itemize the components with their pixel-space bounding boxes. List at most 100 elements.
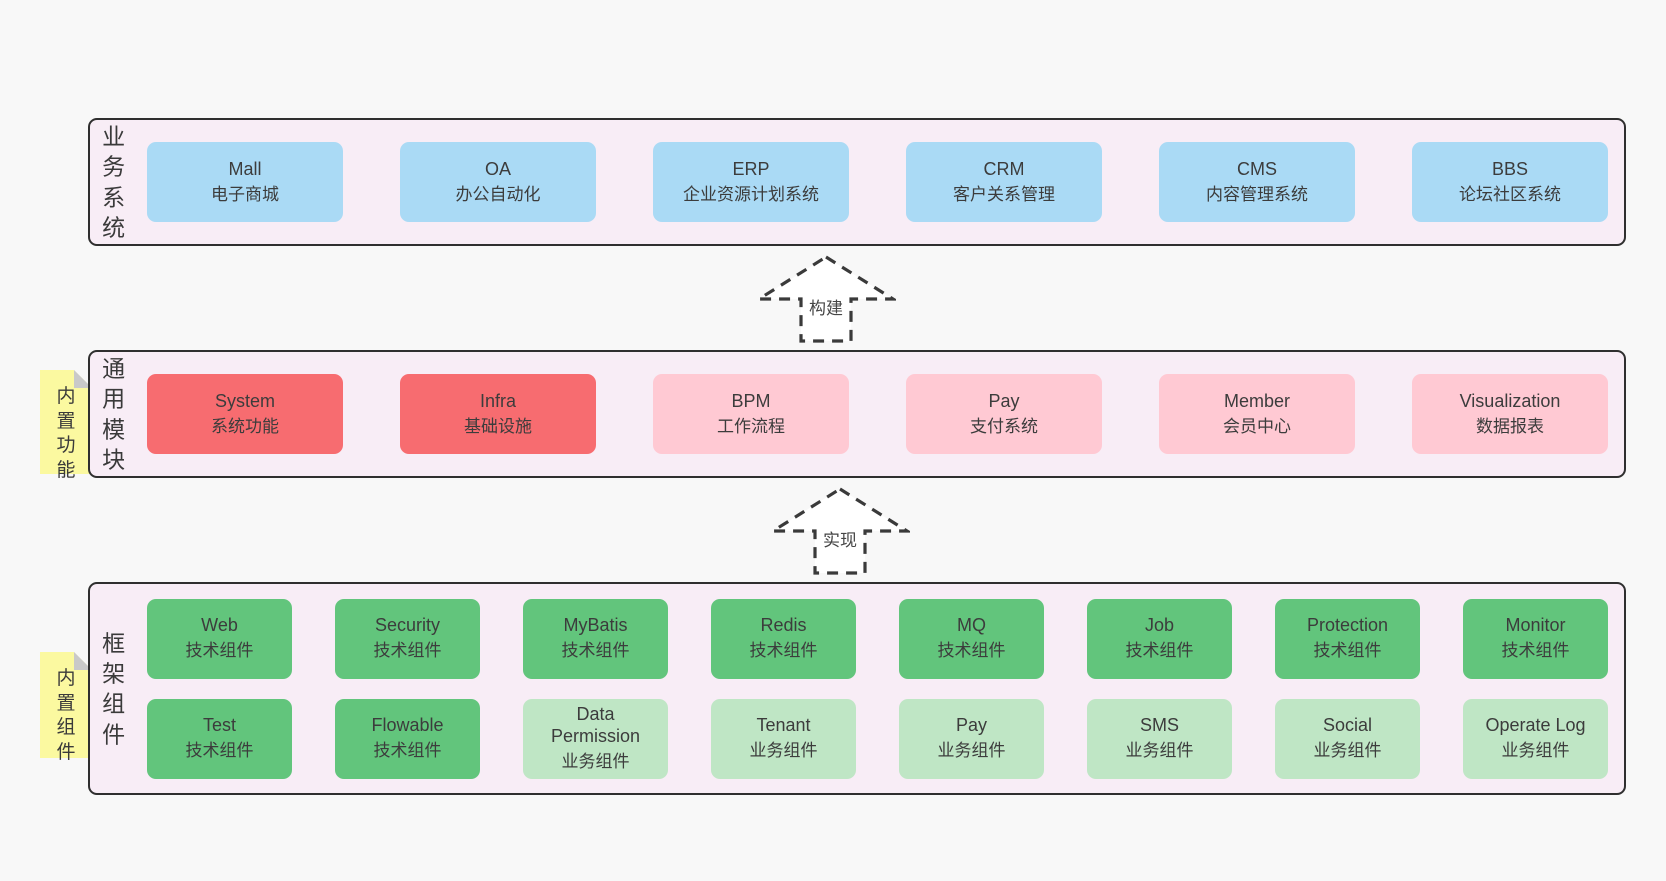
box-mall: Mall 电子商城 xyxy=(147,142,343,222)
box-title: ERP xyxy=(732,158,770,179)
component-row-2: Test 技术组件 Flowable 技术组件 Data Permission … xyxy=(147,698,1608,779)
box-title: Tenant xyxy=(756,715,811,736)
sticky-note-icon xyxy=(40,652,92,758)
box-subtitle: 支付系统 xyxy=(970,416,1038,436)
box-redis: Redis 技术组件 xyxy=(711,598,856,679)
box-title: BBS xyxy=(1491,158,1529,179)
box-security: Security 技术组件 xyxy=(335,598,480,679)
box-cms: CMS 内容管理系统 xyxy=(1159,142,1355,222)
box-erp: ERP 企业资源计划系统 xyxy=(653,142,849,222)
box-infra: Infra 基础设施 xyxy=(400,374,596,454)
box-title: Mall xyxy=(228,158,262,179)
box-subtitle: 技术组件 xyxy=(373,641,442,661)
box-subtitle: 论坛社区系统 xyxy=(1459,184,1561,204)
box-title: Operate Log xyxy=(1485,715,1586,736)
business-boxes-row: Mall 电子商城 OA 办公自动化 ERP 企业资源计划系统 CRM 客户关系… xyxy=(147,120,1608,244)
box-tenant: Tenant 业务组件 xyxy=(711,698,856,779)
box-subtitle: 业务组件 xyxy=(1501,741,1570,761)
box-title: Pay xyxy=(988,390,1020,411)
box-title: MQ xyxy=(957,615,986,636)
component-row-1: Web 技术组件 Security 技术组件 MyBatis 技术组件 Redi… xyxy=(147,598,1608,679)
box-subtitle: 技术组件 xyxy=(1501,641,1570,661)
implement-arrow-label: 实现 xyxy=(820,526,860,551)
sticky-note-built-in-features: 内置功能 xyxy=(40,370,92,481)
box-bbs: BBS 论坛社区系统 xyxy=(1412,142,1608,222)
layer-label-modules: 通用模块 xyxy=(102,355,126,473)
layer-label-business: 业务系统 xyxy=(102,123,126,241)
sticky-note-label: 内置组件 xyxy=(56,668,76,764)
box-mq: MQ 技术组件 xyxy=(899,598,1044,679)
common-modules-layer: 通用模块 System 系统功能 Infra 基础设施 BPM 工作流程 Pay… xyxy=(88,350,1626,478)
business-systems-layer: 业务系统 Mall 电子商城 OA 办公自动化 ERP 企业资源计划系统 CRM… xyxy=(88,118,1626,246)
box-title: Member xyxy=(1223,390,1290,411)
box-title: Flowable xyxy=(371,715,444,736)
box-title: Job xyxy=(1144,615,1175,636)
layer-label-components: 框架组件 xyxy=(102,629,126,747)
sticky-note-icon xyxy=(40,370,92,474)
box-title: Social xyxy=(1322,715,1373,736)
box-title: CMS xyxy=(1237,158,1277,179)
box-mybatis: MyBatis 技术组件 xyxy=(523,598,668,679)
box-monitor: Monitor 技术组件 xyxy=(1463,598,1608,679)
box-subtitle: 技术组件 xyxy=(1313,641,1382,661)
box-protection: Protection 技术组件 xyxy=(1275,598,1420,679)
box-title: MyBatis xyxy=(563,615,628,636)
box-subtitle: 客户关系管理 xyxy=(953,184,1055,204)
box-title: Protection xyxy=(1306,615,1389,636)
box-subtitle: 技术组件 xyxy=(185,641,254,661)
box-subtitle: 业务组件 xyxy=(1313,741,1382,761)
box-subtitle: 技术组件 xyxy=(373,741,442,761)
box-title: SMS xyxy=(1139,715,1179,736)
box-social: Social 业务组件 xyxy=(1275,698,1420,779)
box-subtitle: 基础设施 xyxy=(464,416,532,436)
box-flowable: Flowable 技术组件 xyxy=(335,698,480,779)
module-boxes-row: System 系统功能 Infra 基础设施 BPM 工作流程 Pay 支付系统… xyxy=(147,352,1608,476)
box-title: Redis xyxy=(760,615,807,636)
box-visualization: Visualization 数据报表 xyxy=(1412,374,1608,454)
box-oa: OA 办公自动化 xyxy=(400,142,596,222)
component-rows: Web 技术组件 Security 技术组件 MyBatis 技术组件 Redi… xyxy=(147,584,1608,793)
box-title: Visualization xyxy=(1459,390,1561,411)
box-title: Monitor xyxy=(1505,615,1566,636)
box-subtitle: 企业资源计划系统 xyxy=(683,184,819,204)
box-subtitle: 数据报表 xyxy=(1476,416,1544,436)
box-title: Test xyxy=(202,715,236,736)
box-title: System xyxy=(214,390,275,411)
box-title: CRM xyxy=(983,158,1025,179)
box-sms: SMS 业务组件 xyxy=(1087,698,1232,779)
box-title: Infra xyxy=(479,390,517,411)
box-title: Web xyxy=(201,615,238,636)
box-title: Pay xyxy=(955,715,988,736)
box-subtitle: 会员中心 xyxy=(1223,416,1291,436)
box-subtitle: 系统功能 xyxy=(211,416,279,436)
box-crm: CRM 客户关系管理 xyxy=(906,142,1102,222)
box-subtitle: 电子商城 xyxy=(211,184,279,204)
build-arrow-label: 构建 xyxy=(806,294,846,319)
build-arrow: 构建 xyxy=(756,254,896,344)
sticky-note-built-in-components: 内置组件 xyxy=(40,652,92,763)
box-subtitle: 业务组件 xyxy=(1125,741,1194,761)
box-data-permission: Data Permission 业务组件 xyxy=(523,698,668,779)
box-subtitle: 业务组件 xyxy=(937,741,1006,761)
box-pay-component: Pay 业务组件 xyxy=(899,698,1044,779)
box-test: Test 技术组件 xyxy=(147,698,292,779)
box-title: Security xyxy=(374,615,441,636)
box-subtitle: 业务组件 xyxy=(749,741,818,761)
box-subtitle: 工作流程 xyxy=(717,416,785,436)
box-bpm: BPM 工作流程 xyxy=(653,374,849,454)
sticky-note-label: 内置功能 xyxy=(56,386,76,482)
box-system: System 系统功能 xyxy=(147,374,343,454)
box-operate-log: Operate Log 业务组件 xyxy=(1463,698,1608,779)
implement-arrow: 实现 xyxy=(770,486,910,576)
box-title: Data Permission xyxy=(550,704,641,747)
box-subtitle: 技术组件 xyxy=(1125,641,1194,661)
box-subtitle: 内容管理系统 xyxy=(1206,184,1308,204)
box-member: Member 会员中心 xyxy=(1159,374,1355,454)
box-job: Job 技术组件 xyxy=(1087,598,1232,679)
box-web: Web 技术组件 xyxy=(147,598,292,679)
box-title: BPM xyxy=(731,390,771,411)
box-pay-module: Pay 支付系统 xyxy=(906,374,1102,454)
framework-components-layer: 框架组件 Web 技术组件 Security 技术组件 MyBatis 技术组件… xyxy=(88,582,1626,795)
box-title: OA xyxy=(484,158,511,179)
box-subtitle: 业务组件 xyxy=(561,752,630,772)
